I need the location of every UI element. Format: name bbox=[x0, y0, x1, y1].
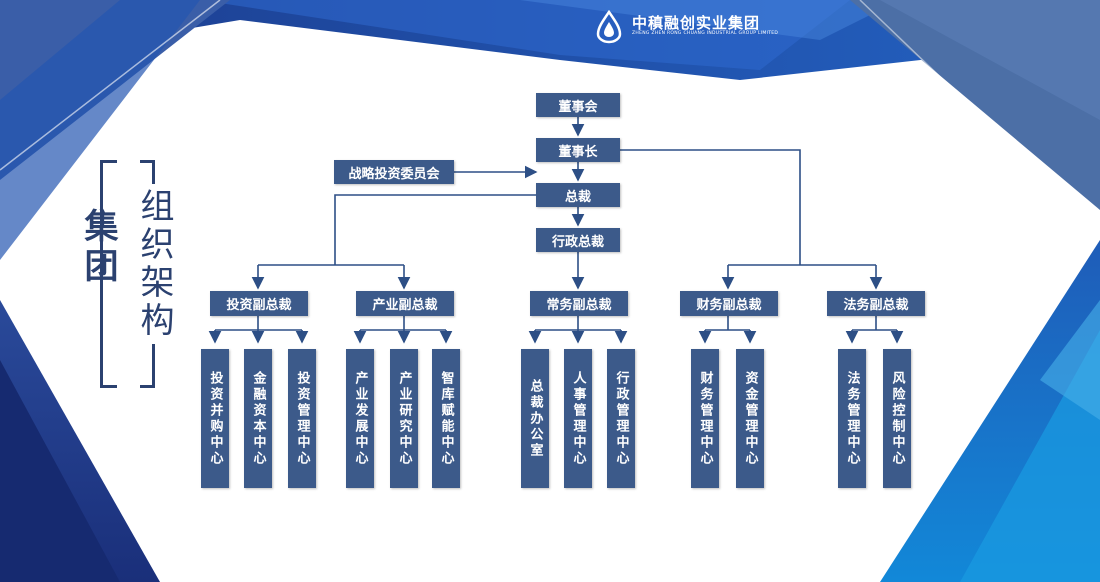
title-main: 集团 bbox=[78, 208, 118, 288]
president-box: 总裁 bbox=[536, 183, 620, 207]
company-subtitle: ZHENG ZHEN RONG CHUANG INDUSTRIAL GROUP … bbox=[632, 31, 779, 36]
vp-investment-box: 投资副总裁 bbox=[210, 291, 308, 316]
center-hr-management: 人事管理中心 bbox=[564, 349, 592, 488]
title-bracket-left bbox=[100, 160, 117, 388]
strategy-committee-box: 战略投资委员会 bbox=[334, 160, 454, 184]
center-finance-management: 财务管理中心 bbox=[691, 349, 719, 488]
company-name: 中稹融创实业集团 bbox=[632, 14, 761, 32]
company-logo bbox=[592, 9, 626, 44]
vp-industry-box: 产业副总裁 bbox=[356, 291, 454, 316]
center-admin-management: 行政管理中心 bbox=[607, 349, 635, 488]
center-fund-management: 资金管理中心 bbox=[736, 349, 764, 488]
center-financial-capital: 金融资本中心 bbox=[244, 349, 272, 488]
chairman-box: 董事长 bbox=[536, 138, 620, 162]
center-think-tank: 智库赋能中心 bbox=[432, 349, 460, 488]
title-sub: 组织架构 bbox=[130, 184, 179, 344]
center-industry-development: 产业发展中心 bbox=[346, 349, 374, 488]
center-legal-management: 法务管理中心 bbox=[838, 349, 866, 488]
logo-icon bbox=[596, 9, 622, 44]
vp-finance-box: 财务副总裁 bbox=[680, 291, 778, 316]
admin-president-box: 行政总裁 bbox=[536, 228, 620, 252]
center-industry-research: 产业研究中心 bbox=[390, 349, 418, 488]
center-risk-control: 风险控制中心 bbox=[883, 349, 911, 488]
center-president-office: 总裁办公室 bbox=[521, 349, 549, 488]
vp-executive-box: 常务副总裁 bbox=[530, 291, 628, 316]
board-box: 董事会 bbox=[536, 93, 620, 117]
vp-legal-box: 法务副总裁 bbox=[827, 291, 925, 316]
center-investment-management: 投资管理中心 bbox=[288, 349, 316, 488]
center-investment-ma: 投资并购中心 bbox=[201, 349, 229, 488]
